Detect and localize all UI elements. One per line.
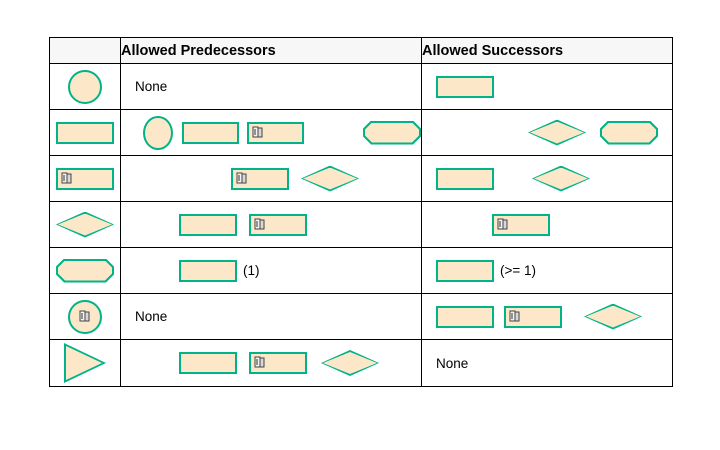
rectangle-shape-icon [182, 121, 240, 144]
header-cell-predecessors: Allowed Predecessors [120, 37, 422, 64]
subprocess-badge-icon [61, 172, 72, 183]
row-successors-cell [421, 109, 673, 156]
octagon-shape-icon [56, 259, 114, 283]
rectangle-shape-icon [436, 259, 494, 282]
subprocess-badge-icon [497, 218, 508, 229]
successors-none-label: None [436, 355, 469, 371]
row-shape-cell [49, 201, 121, 248]
subprocess-badge-icon [254, 218, 265, 229]
table-header-row: Allowed Predecessors Allowed Successors [49, 37, 673, 64]
row-shape-cell [49, 339, 121, 387]
header-cell-shape [49, 37, 121, 64]
row-successors-cell [421, 201, 673, 248]
subprocess-badge-icon [509, 310, 520, 321]
row-predecessors-cell: (1) [120, 247, 422, 294]
successors-cardinality-label: (>= 1) [500, 263, 537, 278]
row-shape-cell [49, 293, 121, 340]
table-row [49, 109, 673, 156]
circle-shape-icon [68, 299, 102, 334]
table-row [49, 155, 673, 202]
row-successors-cell: None [421, 339, 673, 387]
row-predecessors-cell: None [120, 293, 422, 340]
rectangle-shape-icon [436, 75, 494, 98]
shape-rules-table: Allowed Predecessors Allowed Successors … [49, 37, 673, 387]
row-predecessors-cell [120, 155, 422, 202]
subprocess-badge-icon [79, 310, 90, 321]
subprocess-badge-icon [236, 172, 247, 183]
predecessors-none-label: None [135, 79, 168, 94]
predecessors-none-label: None [135, 309, 168, 324]
row-successors-cell: (>= 1) [421, 247, 673, 294]
table-row: None [49, 63, 673, 110]
row-predecessors-cell [120, 339, 422, 387]
table-row: None [49, 293, 673, 340]
diamond-shape-icon [532, 165, 590, 192]
subprocess-badge-icon [252, 126, 263, 137]
header-cell-successors: Allowed Successors [421, 37, 673, 64]
table-row [49, 201, 673, 248]
predecessors-cardinality-label: (1) [243, 263, 260, 278]
subprocess-shape-icon [249, 213, 307, 236]
diamond-shape-icon [56, 211, 114, 238]
row-predecessors-cell [120, 201, 422, 248]
subprocess-shape-icon [231, 167, 289, 190]
octagon-shape-icon [600, 121, 658, 145]
row-shape-cell [49, 247, 121, 294]
subprocess-shape-icon [247, 121, 305, 144]
diamond-shape-icon [301, 165, 359, 192]
triangle-shape-icon [64, 343, 106, 383]
row-shape-cell [49, 109, 121, 156]
row-successors-cell [421, 155, 673, 202]
table-row: None [49, 339, 673, 387]
table-row: (1) (>= 1) [49, 247, 673, 294]
circle-shape-icon [68, 69, 102, 104]
rectangle-shape-icon [56, 121, 114, 144]
rectangle-shape-icon [179, 352, 237, 374]
diamond-shape-icon [321, 350, 379, 376]
octagon-shape-icon [363, 121, 421, 145]
row-shape-cell [49, 63, 121, 110]
row-predecessors-cell: None [120, 63, 422, 110]
row-predecessors-cell [120, 109, 422, 156]
diamond-shape-icon [584, 303, 642, 330]
diamond-shape-icon [528, 119, 586, 146]
rectangle-shape-icon [436, 305, 494, 328]
row-shape-cell [49, 155, 121, 202]
subprocess-shape-icon [56, 167, 114, 190]
row-successors-cell [421, 63, 673, 110]
rectangle-shape-icon [179, 213, 237, 236]
row-successors-cell [421, 293, 673, 340]
rectangle-shape-icon [179, 259, 237, 282]
subprocess-shape-icon [492, 213, 550, 236]
rectangle-shape-icon [436, 167, 494, 190]
subprocess-shape-icon [504, 305, 562, 328]
subprocess-shape-icon [249, 352, 307, 374]
subprocess-badge-icon [254, 356, 265, 368]
circle-shape-icon [143, 115, 173, 150]
